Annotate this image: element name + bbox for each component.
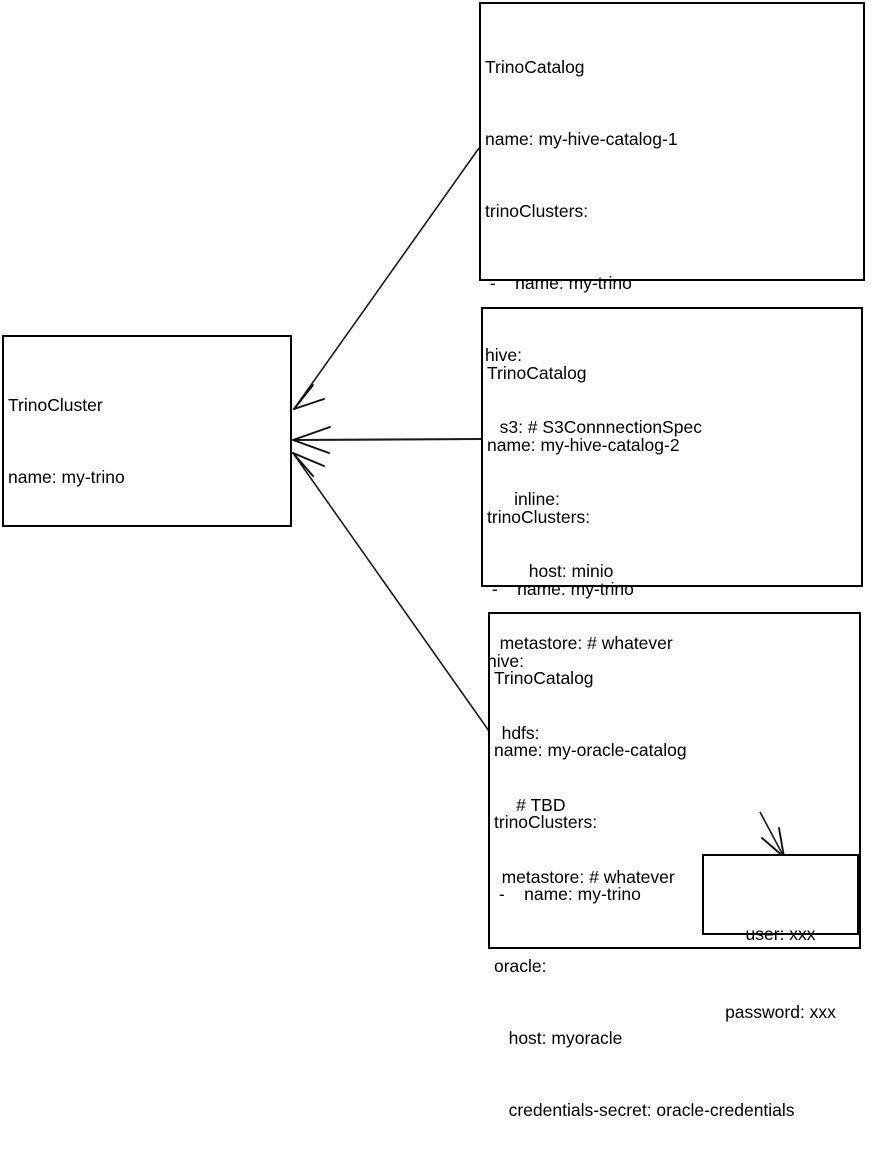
catalog-hive-1-line-0: TrinoCatalog xyxy=(485,57,585,77)
edge-credentials-secret-reference xyxy=(759,811,785,858)
catalog-hive-1-line-5: s3: # S3ConnnectionSpec xyxy=(485,417,702,437)
catalog-hive-2-line-1: name: my-hive-catalog-2 xyxy=(487,435,680,455)
catalog-hive-1-line-3: - name: my-trino xyxy=(485,273,632,293)
catalog-oracle-line-2: trinoClusters: xyxy=(494,812,598,832)
catalog-hive-1-line-2: trinoClusters: xyxy=(485,201,589,221)
catalog-hive-1-line-8: metastore: # whatever xyxy=(485,633,673,653)
catalog-oracle-line-1: name: my-oracle-catalog xyxy=(494,740,687,760)
catalog-hive-1-line-1: name: my-hive-catalog-1 xyxy=(485,129,678,149)
node-catalog-hive-2 xyxy=(481,307,863,587)
credentials-secret-line-0: user: xxx xyxy=(745,924,816,944)
catalog-hive-2-line-0: TrinoCatalog xyxy=(487,363,587,383)
trino-cluster-line-0: TrinoCluster xyxy=(8,395,103,415)
catalog-hive-1-body: TrinoCatalog name: my-hive-catalog-1 tri… xyxy=(485,7,702,703)
node-catalog-hive-1 xyxy=(479,2,865,281)
edge-hive-catalog-1-to-cluster xyxy=(293,147,480,410)
credentials-secret-body: user: xxx password: xxx xyxy=(703,869,858,1077)
trino-cluster-line-1: name: my-trino xyxy=(8,467,125,487)
catalog-hive-1-line-7: host: minio xyxy=(485,561,614,581)
edge-oracle-catalog-to-cluster xyxy=(292,452,490,732)
catalog-hive-2-line-5: hdfs: xyxy=(487,723,540,743)
catalog-hive-1-line-6: inline: xyxy=(485,489,560,509)
diagram-canvas: TrinoCluster name: my-trino TrinoCatalog… xyxy=(2,2,865,1120)
node-trino-cluster xyxy=(2,335,292,527)
catalog-hive-2-line-6: # TBD xyxy=(487,795,566,815)
catalog-hive-1-line-4: hive: xyxy=(485,345,522,365)
catalog-hive-2-line-2: trinoClusters: xyxy=(487,507,591,527)
catalog-oracle-line-6: credentials-secret: oracle-credentials xyxy=(494,1100,795,1120)
diagram-svg xyxy=(2,2,865,949)
catalog-hive-2-line-7: metastore: # whatever xyxy=(487,867,675,887)
catalog-hive-2-body: TrinoCatalog name: my-hive-catalog-2 tri… xyxy=(487,313,680,937)
catalog-oracle-line-3: - name: my-trino xyxy=(494,884,641,904)
catalog-oracle-line-0: TrinoCatalog xyxy=(494,668,594,688)
node-credentials-secret xyxy=(702,854,859,935)
credentials-secret-line-1: password: xxx xyxy=(725,1002,836,1022)
edge-hive-catalog-2-to-cluster xyxy=(292,426,482,454)
catalog-hive-2-line-3: - name: my-trino xyxy=(487,579,634,599)
trino-cluster-body: TrinoCluster name: my-trino xyxy=(8,345,125,537)
catalog-hive-2-line-4: hive: xyxy=(487,651,524,671)
